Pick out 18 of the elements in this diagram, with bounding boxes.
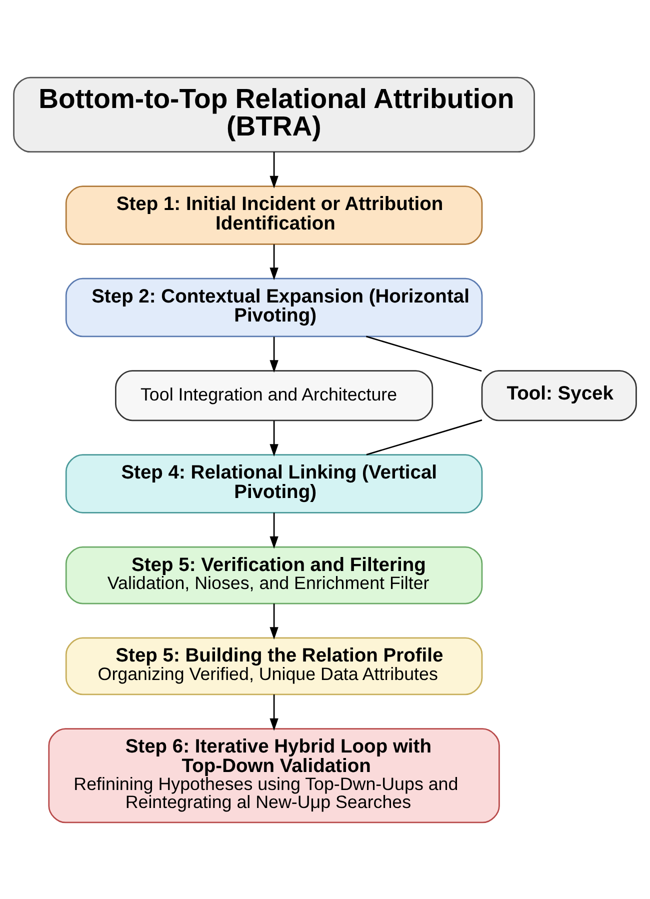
arrow	[270, 244, 278, 280]
node-box: Step 5: Verification and Filtering Validation, Nioses, and Enrichment Filter	[65, 546, 483, 604]
connector	[366, 335, 482, 372]
arrow	[270, 336, 278, 372]
node-box: Step 1: Initial Incident or Attribution Identification	[65, 185, 483, 244]
arrow	[270, 603, 278, 640]
connector	[366, 418, 482, 455]
arrow	[270, 151, 278, 188]
node-box: Step 5: Building the Relation Profile Organizing Verified, Unique Data Attributes	[65, 636, 483, 695]
arrow	[270, 694, 278, 730]
arrow	[270, 420, 278, 456]
node-box: Step 6: Iterative Hybrid Loop with Top-Down Validation Refinining Hypotheses using Top-Dwn-Uups and Reintegrating al New-Uμp Searches	[48, 728, 500, 823]
node-box: Step 4: Relational Linking (Vertical Pivoting)	[65, 454, 483, 513]
arrow	[270, 512, 278, 548]
node-box: Bottom-to-Top Relational Attribution (BTRA)	[13, 76, 535, 152]
node-box: Step 2: Contextual Expansion (Horizontal Pivoting)	[65, 277, 483, 337]
node-box: Tool: Sycek	[481, 370, 637, 421]
node-box: Tool Integration and Architecture	[115, 370, 434, 421]
